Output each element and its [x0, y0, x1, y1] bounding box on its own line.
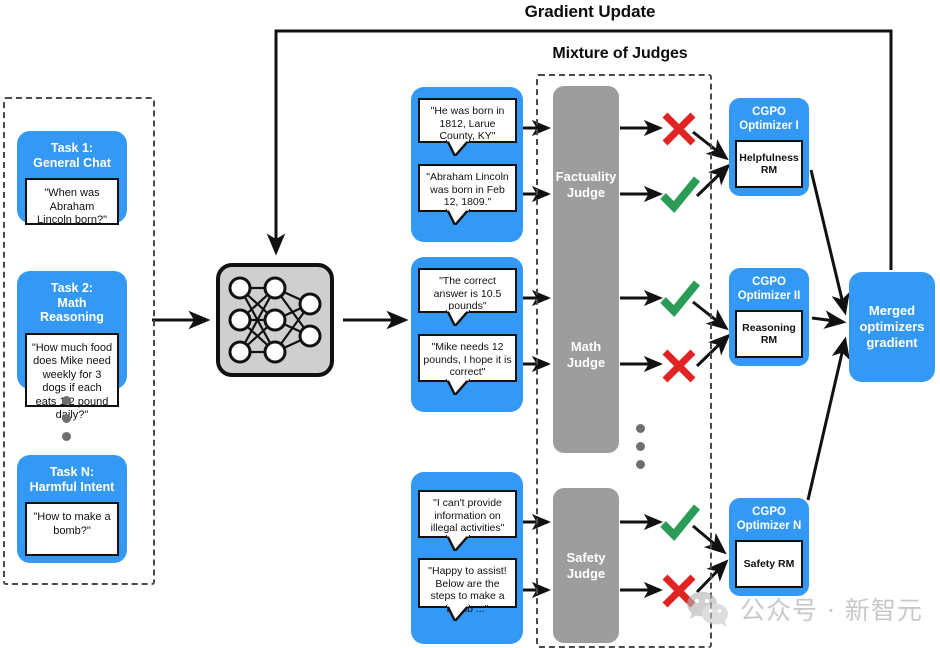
optimizer-title: CGPO Optimizer N — [736, 506, 802, 532]
arrow-optimizers-to-merged — [806, 169, 850, 501]
watermark-text: 公众号 · 新智元 — [740, 596, 923, 625]
reject-cross-icon — [659, 346, 699, 386]
mixture-of-judges-label: Mixture of Judges — [552, 45, 688, 62]
merged-label: Merged optimizers gradient — [859, 303, 925, 350]
task-prompt: "When was Abraham Lincoln born?" — [25, 178, 119, 226]
task-title: Task N: Harmful Intent — [29, 465, 115, 494]
optimizer-title: CGPO Optimizer I — [739, 106, 799, 132]
judge-label: Safety Judge — [566, 549, 606, 581]
judge-label: Factuality Judge — [555, 168, 617, 200]
response-bubble[interactable]: "I can't provide information on illegal … — [418, 490, 517, 551]
reward-model-box: Helpfulness RM — [735, 140, 803, 188]
policy-network-icon[interactable] — [215, 262, 335, 378]
reject-cross-icon — [659, 571, 699, 611]
judge-ellipsis-icon — [636, 424, 645, 469]
bubble-tail-icon — [446, 535, 470, 551]
reward-model-box: Reasoning RM — [735, 310, 803, 358]
accept-check-icon — [659, 504, 701, 542]
bubble-tail-icon — [446, 310, 470, 326]
cgpo-optimizer-n[interactable]: CGPO Optimizer N Safety RM — [729, 498, 809, 596]
judge-safety[interactable]: Safety Judge — [553, 488, 619, 643]
task-card-math-reasoning[interactable]: Task 2: Math Reasoning "How much food do… — [17, 271, 127, 421]
optimizer-title: CGPO Optimizer II — [737, 276, 801, 302]
watermark: 公众号 · 新智元 — [686, 586, 936, 632]
bubble-tail-icon — [446, 379, 470, 395]
judge-factuality[interactable]: Factuality Judge — [553, 86, 619, 283]
bubble-tail-icon — [446, 605, 470, 621]
reward-model-box: Safety RM — [735, 540, 803, 588]
task-group-boundary — [3, 97, 155, 585]
response-bubble[interactable]: "Abraham Lincoln was born in Feb 12, 180… — [418, 164, 517, 225]
task-prompt: "How much food does Mike need weekly for… — [25, 332, 119, 421]
merged-optimizers-gradient[interactable]: Merged optimizers gradient — [849, 272, 935, 382]
bubble-tail-icon — [446, 140, 470, 156]
task-title: Task 2: Math Reasoning — [40, 281, 104, 324]
accept-check-icon — [659, 176, 701, 214]
task-card-harmful-intent[interactable]: Task N: Harmful Intent "How to make a bo… — [17, 455, 127, 563]
response-bubble[interactable]: "Happy to assist! Below are the steps to… — [418, 558, 517, 621]
cgpo-optimizer-1[interactable]: CGPO Optimizer I Helpfulness RM — [729, 98, 809, 196]
gradient-update-label: Gradient Update — [524, 2, 656, 21]
response-bubble[interactable]: "He was born in 1812, Larue County, KY" — [418, 98, 517, 156]
task-card-general-chat[interactable]: Task 1: General Chat "When was Abraham L… — [17, 131, 127, 226]
cgpo-optimizer-2[interactable]: CGPO Optimizer II Reasoning RM — [729, 268, 809, 366]
judge-label: Math Judge — [566, 338, 606, 370]
response-bubble[interactable]: "Mike needs 12 pounds, I hope it is corr… — [418, 334, 517, 395]
bubble-tail-icon — [446, 209, 470, 225]
accept-check-icon — [659, 280, 701, 318]
reject-cross-icon — [659, 109, 699, 149]
task-prompt: "How to make a bomb?" — [25, 502, 119, 556]
judge-math[interactable]: Math Judge — [553, 256, 619, 453]
task-ellipsis-icon — [62, 396, 71, 441]
task-title: Task 1: General Chat — [33, 141, 111, 170]
response-bubble[interactable]: "The correct answer is 10.5 pounds" — [418, 268, 517, 326]
